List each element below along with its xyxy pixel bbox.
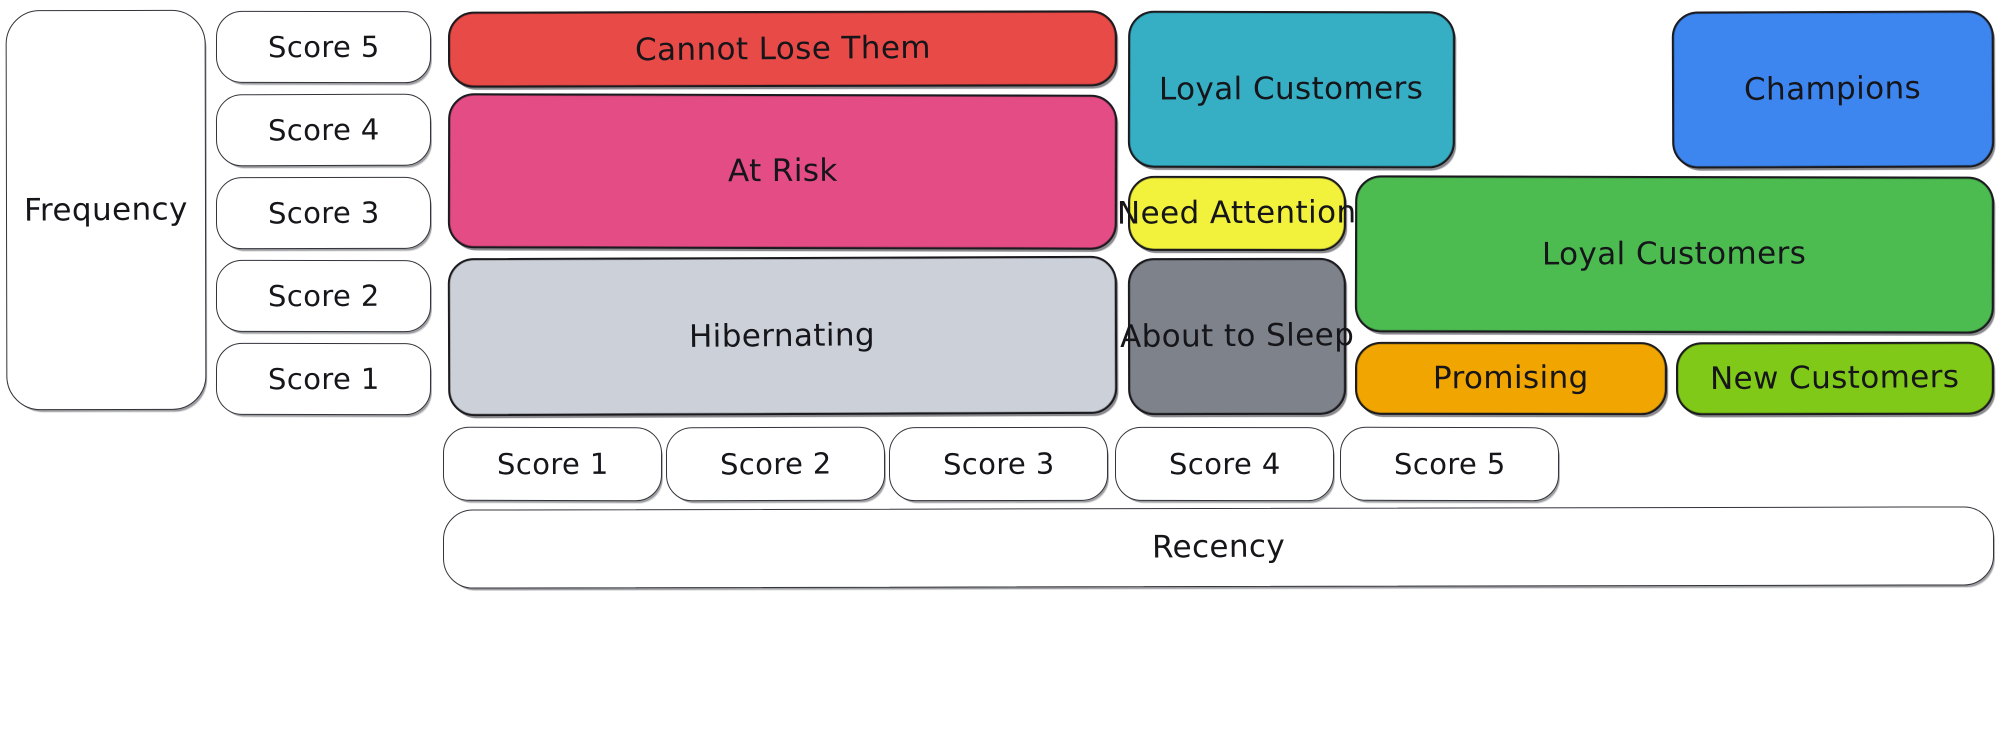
recency-score-2[interactable]: Score 2: [665, 426, 886, 502]
frequency-score-3[interactable]: Score 3: [215, 176, 432, 250]
segment-at-risk[interactable]: At Risk: [447, 93, 1118, 250]
frequency-score-4[interactable]: Score 4: [215, 93, 432, 167]
recency-score-5[interactable]: Score 5: [1339, 426, 1560, 502]
segment-loyal-customers-teal[interactable]: Loyal Customers: [1127, 10, 1456, 169]
segment-about-to-sleep[interactable]: About to Sleep: [1120, 257, 1354, 416]
recency-score-1[interactable]: Score 1: [442, 426, 663, 502]
segment-need-attention[interactable]: Need Attention: [1117, 175, 1357, 252]
segment-promising[interactable]: Promising: [1354, 341, 1668, 416]
recency-axis-text: Recency: [1151, 528, 1286, 566]
frequency-score-5[interactable]: Score 5: [215, 10, 432, 84]
segment-champions[interactable]: Champions: [1671, 10, 1995, 169]
recency-axis-label: Recency: [442, 506, 1995, 589]
frequency-axis-text: Frequency: [23, 191, 189, 229]
frequency-score-2[interactable]: Score 2: [215, 259, 432, 333]
frequency-axis-label: Frequency: [5, 9, 207, 411]
segment-cannot-lose-them[interactable]: Cannot Lose Them: [447, 10, 1118, 88]
segment-hibernating[interactable]: Hibernating: [447, 255, 1118, 417]
segment-loyal-customers-green[interactable]: Loyal Customers: [1354, 175, 1995, 334]
frequency-score-1[interactable]: Score 1: [215, 342, 432, 416]
recency-score-3[interactable]: Score 3: [888, 426, 1109, 502]
recency-score-4[interactable]: Score 4: [1114, 426, 1335, 502]
segment-new-customers[interactable]: New Customers: [1675, 341, 1995, 416]
